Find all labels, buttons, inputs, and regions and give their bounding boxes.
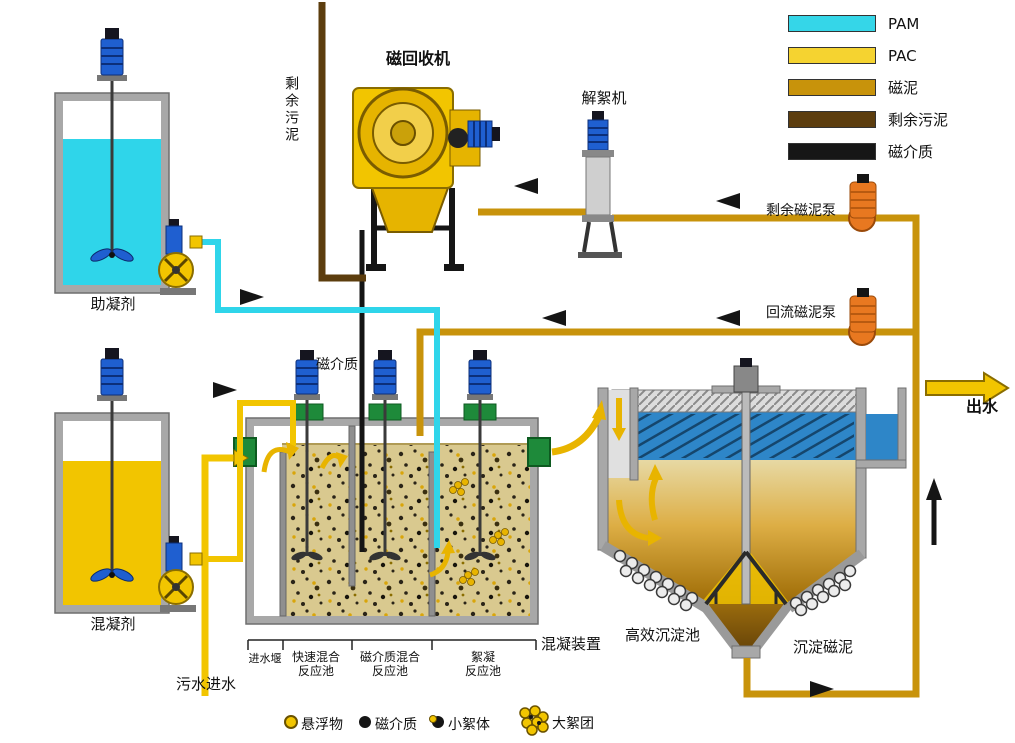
deflocculator bbox=[578, 111, 622, 258]
residual-magnetic-sludge-pump bbox=[848, 174, 877, 232]
wastewater-inlet-pipe bbox=[201, 454, 234, 696]
outflow-label: 出水 bbox=[966, 397, 999, 416]
scraper-shaft bbox=[741, 391, 751, 605]
magnetic-media-feed-label: 磁介质 bbox=[316, 357, 358, 373]
media-mix-agitator bbox=[369, 350, 401, 561]
outflow-arrow bbox=[925, 371, 1010, 405]
flow-arrows-black bbox=[213, 178, 942, 697]
coagulation-unit-label: 混凝装置 bbox=[541, 635, 602, 653]
pac-label: PAC bbox=[888, 46, 917, 65]
inlet-weir-label: 进水堰 bbox=[248, 652, 282, 665]
legend-row-pac: PAC bbox=[788, 46, 948, 65]
scraper-arms bbox=[704, 550, 788, 606]
scraper-drive bbox=[733, 365, 759, 393]
basin-bracket bbox=[247, 639, 537, 650]
legend-row-magnetic-media: 磁介质 bbox=[788, 143, 948, 161]
coagulant-aid-agitator bbox=[90, 28, 134, 262]
large-floc-label: 大絮团 bbox=[552, 716, 594, 732]
legend-row-magnetic-sludge: 磁泥 bbox=[788, 79, 948, 97]
floc-clusters bbox=[449, 478, 509, 586]
magnetic-sludge-return-pipe bbox=[416, 328, 916, 436]
suspended-solids-icon bbox=[284, 715, 298, 729]
settled-magnetic-sludge-label: 沉淀磁泥 bbox=[793, 638, 854, 656]
sedimentation-tank-label: 高效沉淀池 bbox=[625, 626, 701, 644]
coagulation-unit-tank bbox=[233, 403, 551, 650]
wastewater-inflow-label: 污水进水 bbox=[176, 675, 237, 693]
legend-row-pam: PAM bbox=[788, 14, 948, 33]
coagulant-agitator bbox=[90, 348, 134, 582]
pam-dosing-pipe bbox=[196, 239, 440, 548]
magnetic-media-label: 磁介质 bbox=[888, 143, 934, 161]
color-legend: PAM PAC 磁泥 剩余污泥 磁介质 bbox=[788, 15, 948, 175]
sedimentation-tank bbox=[597, 358, 907, 659]
residual-magnetic-sludge-pump-label: 剩余磁泥泵 bbox=[766, 203, 836, 219]
pac-dosing-pump bbox=[158, 536, 203, 612]
residual-sludge-label: 剩余污泥 bbox=[888, 111, 949, 129]
pebble-bed bbox=[613, 549, 857, 617]
pac-dosing-pipe bbox=[196, 400, 296, 562]
coagulant-aid-tank-label: 助凝剂 bbox=[90, 295, 136, 313]
magnetic-sludge-swatch bbox=[788, 79, 876, 96]
rapid-mix-agitator bbox=[291, 350, 323, 561]
legend-row-residual-sludge: 剩余污泥 bbox=[788, 111, 949, 129]
pac-swatch bbox=[788, 47, 876, 64]
residual-sludge-swatch bbox=[788, 111, 876, 128]
magnetic-media-mixing-label: 磁介质混合 反应池 bbox=[359, 650, 420, 678]
flocculation-agitator bbox=[464, 350, 496, 561]
flocculation-label: 絮凝 反应池 bbox=[464, 650, 501, 678]
effluent-box-water bbox=[866, 414, 898, 460]
baffle-wall-1 bbox=[348, 425, 356, 587]
magnetic-sludge-main-pipe bbox=[612, 214, 920, 698]
pam-swatch bbox=[788, 15, 876, 32]
magnetic-recovery-machine bbox=[352, 87, 500, 271]
residual-sludge-pipe bbox=[318, 2, 366, 282]
large-floc-icon bbox=[519, 705, 549, 736]
return-magnetic-sludge-pump-label: 回流磁泥泵 bbox=[766, 305, 836, 321]
pam-label: PAM bbox=[888, 14, 920, 33]
coagulant-tank-label: 混凝剂 bbox=[90, 615, 136, 633]
sludge-outlet bbox=[731, 645, 761, 659]
suspended-solids-label: 悬浮物 bbox=[301, 717, 343, 733]
magnetic-media-swatch bbox=[788, 143, 876, 160]
deflocculator-label: 解絮机 bbox=[581, 89, 627, 107]
small-floc-icon bbox=[429, 715, 444, 728]
small-floc-label: 小絮体 bbox=[448, 717, 490, 733]
residual-sludge-stream-label: 剩余污泥 bbox=[283, 76, 300, 144]
outlet-port bbox=[527, 437, 551, 467]
flow-arrows-yellow bbox=[261, 398, 663, 578]
particle-legend-icons bbox=[284, 705, 549, 736]
pam-dosing-pump bbox=[158, 219, 203, 295]
magnetic-media-particle-label: 磁介质 bbox=[375, 717, 417, 733]
rapid-mixing-label: 快速混合 反应池 bbox=[291, 650, 340, 678]
weir-wall bbox=[279, 451, 287, 617]
magnetic-recovery-machine-label: 磁回收机 bbox=[385, 49, 450, 68]
return-magnetic-sludge-pump bbox=[848, 288, 877, 346]
magnetic-sludge-label: 磁泥 bbox=[888, 79, 919, 97]
magnetic-media-icon bbox=[359, 716, 371, 728]
